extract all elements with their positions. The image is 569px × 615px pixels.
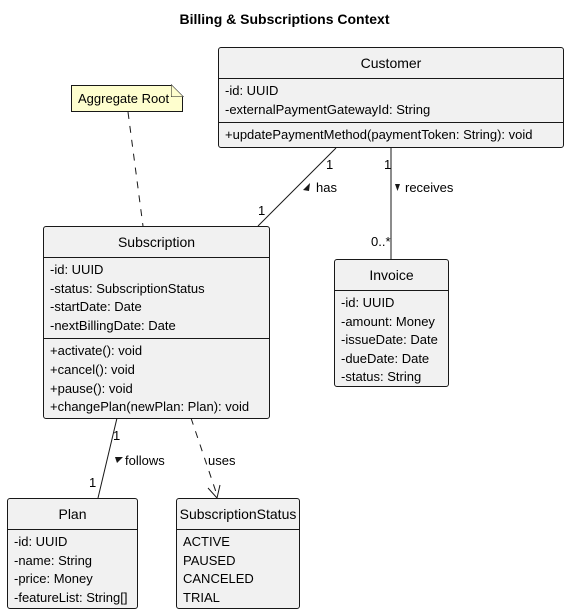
diagram-title: Billing & Subscriptions Context bbox=[179, 11, 390, 27]
subscription-method-activate: +activate(): void bbox=[50, 343, 143, 359]
plan-attr-price: -price: Money bbox=[14, 571, 93, 587]
subscription-attr-id: -id: UUID bbox=[50, 262, 104, 277]
subscription-status-enum[interactable]: SubscriptionStatus ACTIVE PAUSED CANCELE… bbox=[176, 498, 300, 609]
subscription-attr-next-billing: -nextBillingDate: Date bbox=[50, 317, 176, 333]
subscription-attr-status: -status: SubscriptionStatus bbox=[50, 280, 205, 296]
has-label: has bbox=[316, 180, 337, 195]
note-connector bbox=[127, 111, 144, 227]
status-value-paused: PAUSED bbox=[183, 552, 236, 568]
edge-subscription-plan bbox=[97, 417, 118, 499]
follows-plan-multiplicity: 1 bbox=[89, 475, 97, 490]
receives-direction-arrow bbox=[395, 184, 400, 191]
customer-method-update-payment: +updatePaymentMethod(paymentToken: Strin… bbox=[225, 127, 533, 143]
subscription-method-pause: +pause(): void bbox=[50, 380, 133, 396]
plan-attr-feature-list: -featureList: String[] bbox=[14, 589, 128, 605]
customer-attr-gateway-id: -externalPaymentGatewayId: String bbox=[225, 101, 431, 117]
uses-label: uses bbox=[208, 453, 236, 468]
plan-class[interactable]: Plan -id: UUID -name: String -price: Mon… bbox=[7, 498, 138, 609]
receives-customer-multiplicity: 1 bbox=[384, 157, 392, 172]
customer-class[interactable]: Customer -id: UUID -externalPaymentGatew… bbox=[218, 47, 564, 148]
invoice-attr-id: -id: UUID bbox=[341, 295, 395, 310]
plan-attributes: -id: UUID -name: String -price: Money -f… bbox=[8, 530, 137, 610]
aggregate-root-note: Aggregate Root bbox=[71, 85, 183, 112]
subscription-attr-start-date: -startDate: Date bbox=[50, 299, 142, 315]
plan-class-name: Plan bbox=[8, 499, 137, 530]
customer-class-name: Customer bbox=[219, 48, 563, 79]
note-fold-icon bbox=[171, 84, 184, 97]
plan-attr-name: -name: String bbox=[14, 552, 93, 568]
subscription-class[interactable]: Subscription -id: UUID -status: Subscrip… bbox=[43, 226, 270, 419]
follows-direction-arrow bbox=[115, 457, 123, 463]
receives-label: receives bbox=[405, 180, 454, 195]
customer-methods: +updatePaymentMethod(paymentToken: Strin… bbox=[219, 123, 563, 148]
invoice-attr-issue-date: -issueDate: Date bbox=[341, 332, 438, 348]
status-value-canceled: CANCELED bbox=[183, 571, 254, 587]
has-customer-multiplicity: 1 bbox=[326, 157, 334, 172]
subscription-methods: +activate(): void +cancel(): void +pause… bbox=[44, 339, 269, 419]
invoice-attr-due-date: -dueDate: Date bbox=[341, 350, 430, 366]
plan-attr-id: -id: UUID bbox=[14, 534, 68, 549]
subscription-method-cancel: +cancel(): void bbox=[50, 361, 135, 377]
status-value-active: ACTIVE bbox=[183, 534, 230, 549]
edge-customer-subscription bbox=[257, 147, 337, 227]
invoice-class-name: Invoice bbox=[335, 260, 448, 291]
invoice-attr-status: -status: String bbox=[341, 369, 422, 385]
has-direction-arrow bbox=[303, 183, 310, 191]
follows-label: follows bbox=[125, 453, 165, 468]
receives-invoice-multiplicity: 0..* bbox=[371, 234, 391, 249]
subscription-status-name: SubscriptionStatus bbox=[177, 499, 299, 530]
subscription-attributes: -id: UUID -status: SubscriptionStatus -s… bbox=[44, 258, 269, 340]
has-subscription-multiplicity: 1 bbox=[258, 203, 266, 218]
follows-subscription-multiplicity: 1 bbox=[113, 428, 121, 443]
status-value-trial: TRIAL bbox=[183, 589, 220, 605]
subscription-method-change-plan: +changePlan(newPlan: Plan): void bbox=[50, 399, 250, 415]
invoice-class[interactable]: Invoice -id: UUID -amount: Money -issueD… bbox=[334, 259, 449, 387]
invoice-attributes: -id: UUID -amount: Money -issueDate: Dat… bbox=[335, 291, 448, 390]
customer-attr-id: -id: UUID bbox=[225, 83, 279, 98]
subscription-class-name: Subscription bbox=[44, 227, 269, 258]
customer-attributes: -id: UUID -externalPaymentGatewayId: Str… bbox=[219, 79, 563, 124]
subscription-status-values: ACTIVE PAUSED CANCELED TRIAL bbox=[177, 530, 299, 610]
invoice-attr-amount: -amount: Money bbox=[341, 313, 435, 329]
